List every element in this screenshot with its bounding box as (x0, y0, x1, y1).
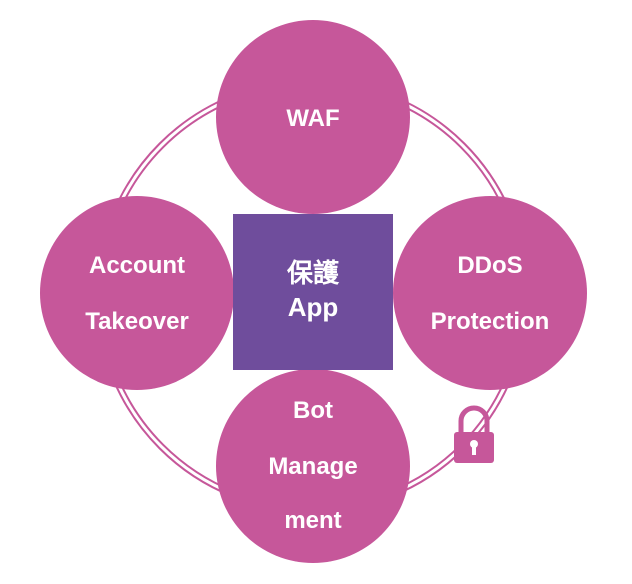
node-account-takeover-label-line1: Account (89, 252, 185, 279)
node-bot-management-label-line3: ment (284, 507, 341, 534)
node-ddos-protection: DDoS Protection (393, 196, 587, 390)
node-waf: WAF (216, 20, 410, 214)
center-app-label-line1: 保護 (286, 258, 340, 288)
node-ddos-protection-label-line2: Protection (431, 308, 550, 335)
node-account-takeover-label-line2: Takeover (85, 308, 189, 335)
node-ddos-protection-label-line1: DDoS (457, 252, 522, 279)
node-bot-management-label-line2: Manage (268, 453, 357, 480)
node-bot-management: Bot Manage ment (216, 369, 410, 563)
node-account-takeover: Account Takeover (40, 196, 234, 390)
node-waf-label: WAF (286, 105, 339, 132)
center-app: 保護 App (233, 214, 393, 370)
center-app-label-line2: App (288, 292, 339, 322)
node-bot-management-label-line1: Bot (293, 397, 333, 424)
padlock-icon (454, 405, 494, 463)
